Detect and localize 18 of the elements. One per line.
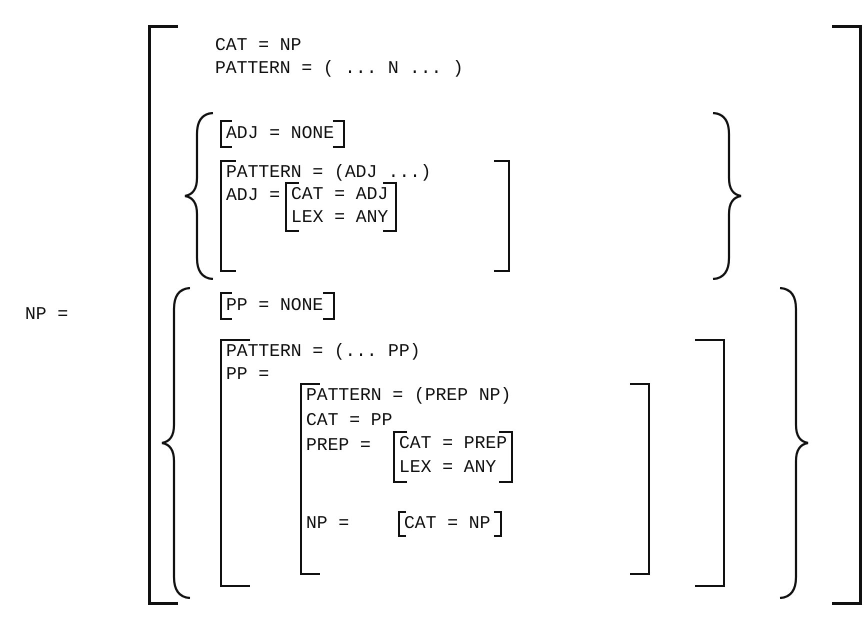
feature-text: PATTERN = (PREP NP) [306, 385, 512, 407]
feature-text: CAT = ADJ [291, 184, 388, 206]
feature-text: PATTERN = (ADJ ...) [226, 162, 432, 184]
feature-text: PP = [226, 364, 270, 386]
feature-text: CAT = NP [215, 35, 302, 57]
feature-text: PATTERN = (... PP) [226, 341, 420, 363]
feature-text: CAT = PREP [399, 433, 508, 455]
feature-text: PREP = [306, 435, 371, 457]
feature-text: NP = [306, 513, 350, 535]
feature-text: ADJ = NONE [226, 123, 334, 145]
feature-text: LEX = ANY [399, 457, 496, 479]
feature-text: CAT = PP [306, 410, 392, 432]
feature-text: ADJ = [226, 185, 280, 207]
feature-label: NP = [25, 304, 68, 326]
feature-text: PATTERN = ( ... N ... ) [215, 58, 464, 80]
feature-text: LEX = ANY [291, 207, 388, 229]
feature-text: PP = NONE [226, 295, 324, 317]
feature-text: CAT = NP [404, 513, 490, 535]
